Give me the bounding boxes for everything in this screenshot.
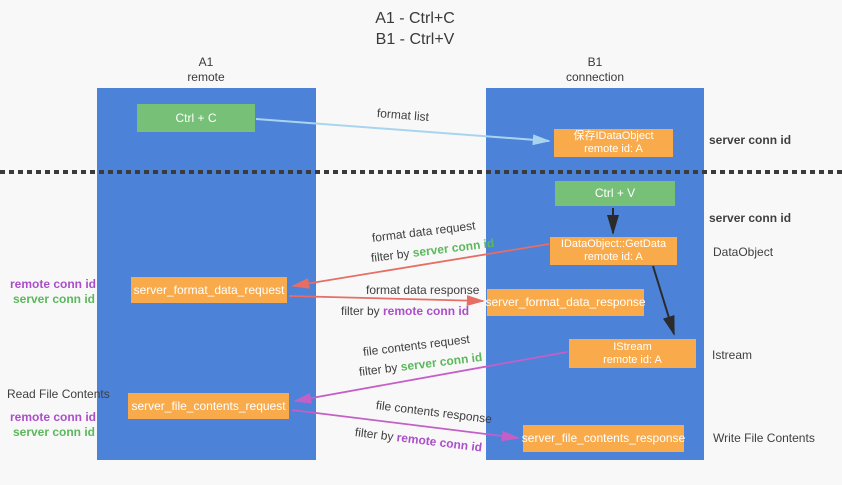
diagram-title: A1 - Ctrl+C B1 - Ctrl+V (330, 8, 500, 50)
pair1-remote-conn-id: remote conn id (10, 277, 97, 291)
node-idataobject-getdata: IDataObject::GetData remote id: A (550, 237, 677, 265)
annotation-istream: Istream (712, 348, 753, 362)
lane-left-subtitle: remote (187, 70, 225, 84)
node-format-response-label: server_format_data_response (485, 295, 646, 309)
title-line-2: B1 - Ctrl+V (375, 31, 455, 48)
lane-right-subtitle: connection (565, 70, 625, 84)
annotation-write-file-contents: Write File Contents (713, 431, 815, 445)
annotation-read-file-contents: Read File Contents (7, 387, 110, 401)
filter-1-value: server conn id (411, 235, 495, 260)
node-server-file-contents-request: server_file_contents_request (128, 393, 289, 419)
node-save-idataobject-line1: 保存IDataObject (573, 130, 654, 142)
node-server-file-contents-response: server_file_contents_response (521, 425, 686, 452)
annotation-server-conn-id-mid: server conn id (709, 211, 792, 225)
filter-2-prefix: filter by (341, 304, 384, 318)
annotation-conn-pair-2: remote conn id server conn id (10, 410, 97, 440)
node-ctrl-c: Ctrl + C (137, 104, 255, 132)
node-server-format-data-response: server_format_data_response (485, 289, 646, 316)
filter-4-value: remote conn id (395, 430, 483, 455)
annotation-server-conn-id-top: server conn id (709, 133, 792, 147)
node-getdata-line1: IDataObject::GetData (560, 238, 667, 250)
node-ctrl-c-label: Ctrl + C (175, 110, 217, 125)
lane-right-name: B1 (587, 55, 603, 69)
pair2-server-conn-id: server conn id (12, 425, 95, 439)
dashed-separator (0, 170, 842, 174)
filter-3-prefix: filter by (358, 359, 402, 379)
edge-label-filter-2: filter by remote conn id (341, 304, 469, 318)
node-istream: IStream remote id: A (569, 339, 696, 368)
lane-header-right: B1 connection (535, 55, 655, 85)
filter-2-value: remote conn id (383, 304, 470, 318)
title-line-1: A1 - Ctrl+C (375, 10, 455, 27)
node-ctrl-v-label: Ctrl + V (594, 186, 636, 200)
node-save-idataobject-line2: remote id: A (584, 143, 643, 155)
node-getdata-line2: remote id: A (584, 251, 643, 263)
node-save-idataobject: 保存IDataObject remote id: A (554, 129, 673, 157)
filter-3-value: server conn id (399, 349, 483, 374)
edge-label-format-list: format list (376, 106, 430, 125)
edge-label-file-contents-response: file contents response (375, 398, 493, 427)
node-istream-line2: remote id: A (603, 353, 662, 366)
lane-left-name: A1 (198, 55, 214, 69)
annotation-dataobject: DataObject (713, 245, 774, 259)
pair2-remote-conn-id: remote conn id (10, 410, 97, 424)
filter-4-prefix: filter by (354, 425, 398, 445)
node-format-request-label: server_format_data_request (133, 282, 285, 297)
node-file-response-label: server_file_contents_response (521, 431, 686, 445)
pair1-server-conn-id: server conn id (12, 292, 95, 306)
annotation-conn-pair-1: remote conn id server conn id (10, 277, 97, 307)
node-istream-line1: IStream (613, 340, 652, 353)
node-server-format-data-request: server_format_data_request (131, 277, 287, 303)
node-file-request-label: server_file_contents_request (131, 398, 286, 413)
lane-header-left: A1 remote (146, 55, 266, 85)
edge-label-filter-4: filter by remote conn id (354, 425, 483, 454)
node-ctrl-v: Ctrl + V (555, 181, 675, 206)
edge-label-format-data-response: format data response (366, 283, 480, 297)
filter-1-prefix: filter by (370, 245, 414, 265)
